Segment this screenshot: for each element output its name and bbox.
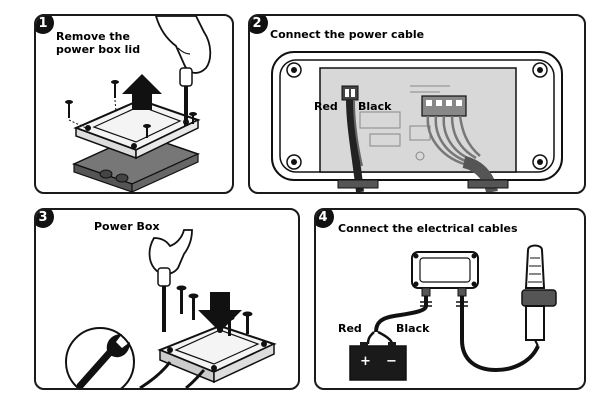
- black-wire-label: Black: [396, 322, 430, 335]
- red-wire-label: Red: [338, 322, 362, 335]
- step-1-illustration: [65, 16, 212, 192]
- down-arrow-icon: [198, 292, 242, 332]
- black-wire-label: Black: [358, 100, 392, 113]
- step-number-badge: 4: [316, 210, 334, 228]
- step-number-badge: 3: [36, 210, 54, 228]
- antenna-icon: [521, 244, 557, 347]
- step-title: Remove the power box lid: [56, 30, 141, 56]
- up-arrow-icon: [122, 74, 162, 110]
- hand-screwdriver-icon: [148, 229, 193, 332]
- step-title: Connect the power cable: [270, 28, 425, 41]
- power-box-icon: [411, 251, 479, 297]
- red-wire-label: Red: [314, 100, 338, 113]
- step-3-panel: 3 Power Box: [34, 208, 300, 390]
- open-box-icon: [271, 51, 563, 181]
- cable-gland-icon: [337, 179, 509, 189]
- junction-box-icon: [157, 324, 277, 384]
- wrench-icon: [65, 327, 135, 388]
- junction-box-icon: [71, 98, 201, 192]
- step-1-panel: 1 Remove the power box lid: [34, 14, 234, 194]
- step-4-panel: 4 Connect the electrical cables Red Blac…: [314, 208, 586, 390]
- step-2-panel: 2 Connect the power cable Red Black: [248, 14, 586, 194]
- step-3-illustration: [65, 229, 277, 388]
- step-number-badge: 2: [250, 16, 268, 34]
- step-title: Connect the electrical cables: [338, 222, 518, 235]
- terminal-block-icon: [421, 95, 467, 117]
- step-2-illustration: [271, 51, 563, 192]
- step-title: Power Box: [94, 220, 160, 233]
- battery-minus-symbol: −: [386, 354, 397, 369]
- battery-icon: [349, 342, 407, 381]
- step-4-illustration: [349, 244, 557, 381]
- hand-screwdriver-icon: [155, 16, 212, 126]
- battery-plus-symbol: +: [360, 354, 371, 369]
- screw-icon: [65, 80, 197, 138]
- step-number-badge: 1: [36, 16, 54, 34]
